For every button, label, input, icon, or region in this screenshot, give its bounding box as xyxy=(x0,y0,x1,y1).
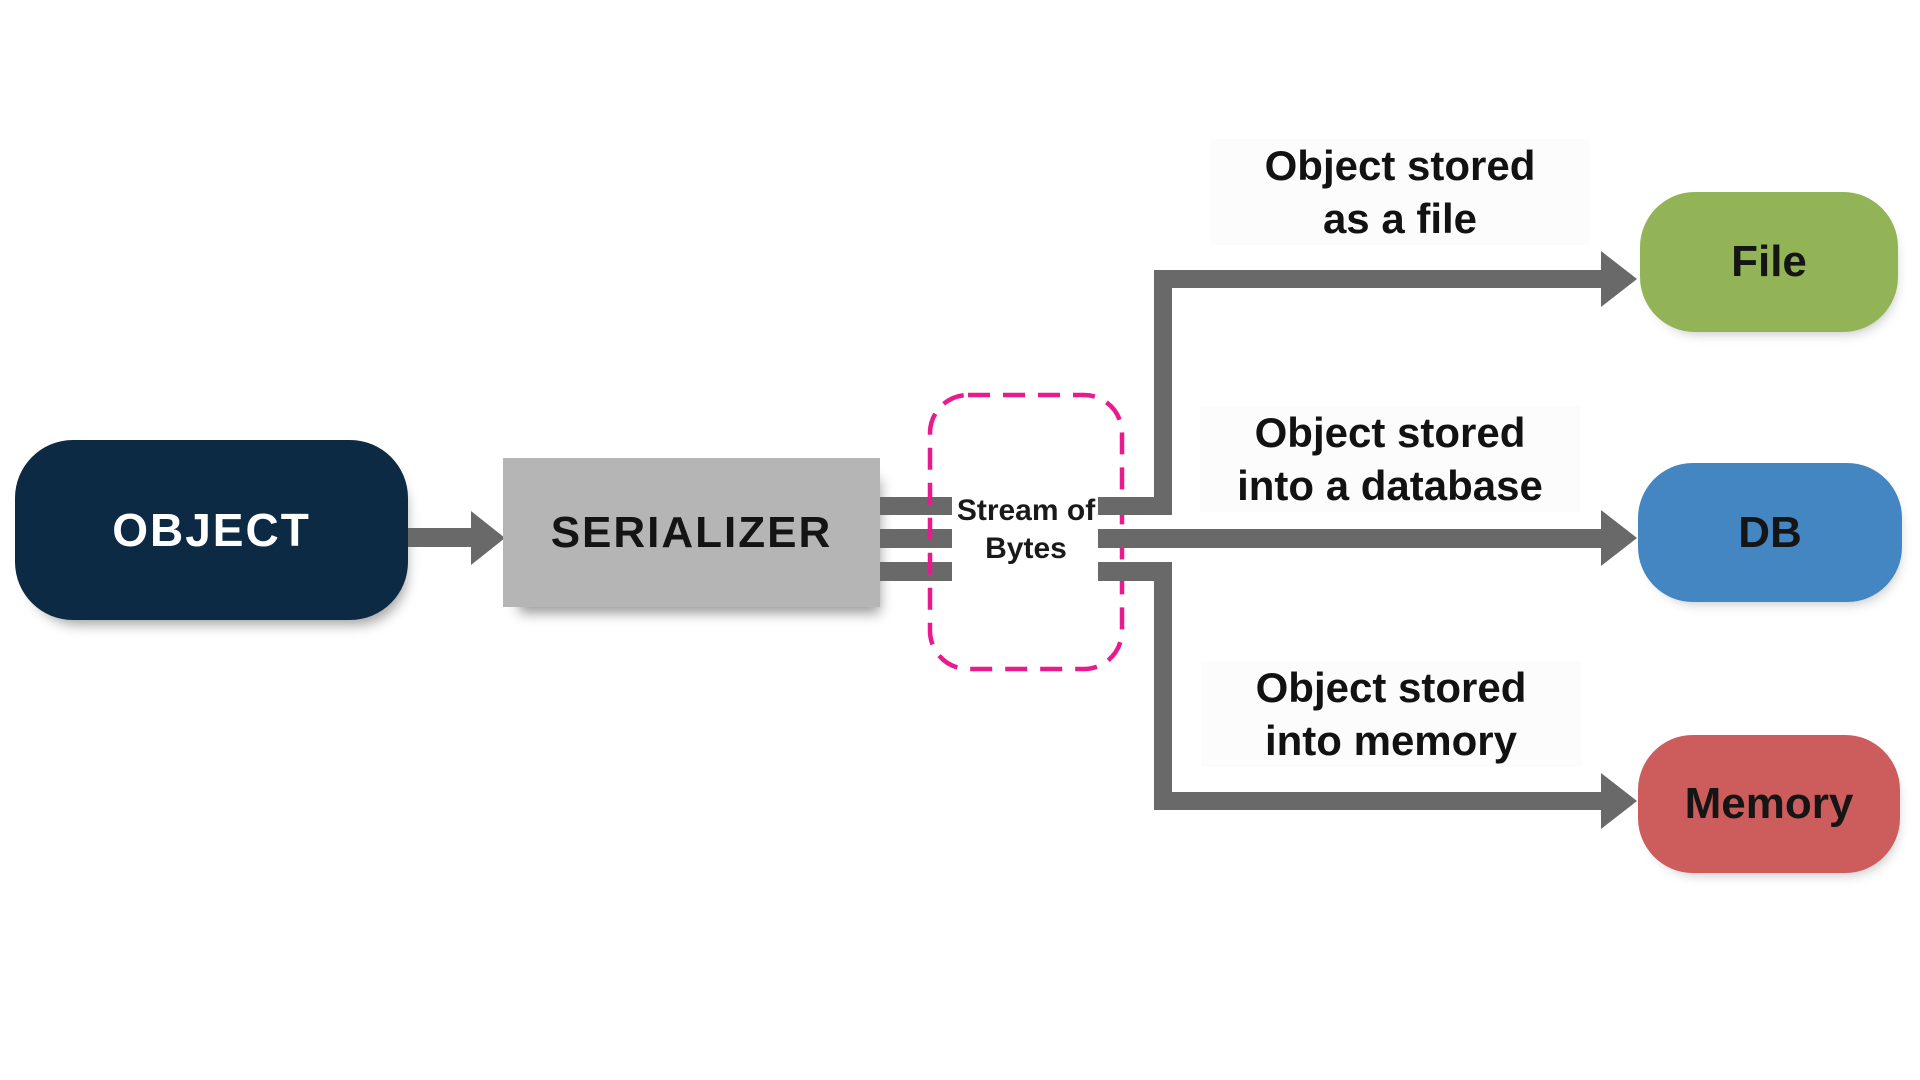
object-label: OBJECT xyxy=(112,504,311,556)
file-path-vertical xyxy=(1154,270,1172,515)
memory-label: Memory xyxy=(1684,779,1854,828)
stream-of-bytes-dashed-box xyxy=(927,392,1125,672)
file-label: File xyxy=(1731,237,1807,286)
memory-box: Memory xyxy=(1638,735,1900,873)
memory-path-stub xyxy=(1098,562,1172,581)
annotation-file: Object stored as a file xyxy=(1210,139,1590,245)
object-box: OBJECT xyxy=(15,440,408,620)
file-box: File xyxy=(1640,192,1898,332)
stream-of-bytes-label: Stream of Bytes xyxy=(927,492,1125,568)
stream-dashed-border xyxy=(927,392,1125,672)
annotation-db-line2: into a database xyxy=(1237,462,1543,509)
file-path-stub xyxy=(1098,497,1172,515)
memory-path-vertical xyxy=(1154,562,1172,810)
db-box: DB xyxy=(1638,463,1902,602)
memory-path-horizontal xyxy=(1154,792,1602,810)
annotation-memory-line1: Object stored xyxy=(1255,664,1527,711)
byte-stream-bar-top-left xyxy=(880,497,952,515)
annotation-memory: Object stored into memory xyxy=(1201,661,1581,767)
byte-stream-bar-bottom-left xyxy=(880,562,952,581)
stream-label-line1: Stream of xyxy=(956,494,1096,527)
object-to-serializer-arrow-shaft xyxy=(408,528,472,547)
db-label: DB xyxy=(1738,507,1802,557)
annotation-db-line1: Object stored xyxy=(1254,409,1526,456)
stream-label-line2: Bytes xyxy=(985,532,1067,565)
annotation-memory-line2: into memory xyxy=(1264,717,1518,764)
stream-label-background xyxy=(952,483,1098,591)
memory-arrow-head-icon xyxy=(1601,773,1637,829)
file-arrow-head-icon xyxy=(1601,251,1637,307)
serializer-box: SERIALIZER xyxy=(503,458,880,607)
object-to-serializer-arrow-head-icon xyxy=(471,511,505,565)
annotation-file-line1: Object stored xyxy=(1264,142,1536,189)
db-path-horizontal xyxy=(1098,529,1602,548)
byte-stream-bar-mid-left xyxy=(880,529,952,548)
db-arrow-head-icon xyxy=(1601,510,1637,566)
file-path-horizontal xyxy=(1154,270,1602,288)
serializer-label: SERIALIZER xyxy=(550,507,833,557)
annotation-db: Object stored into a database xyxy=(1200,406,1580,512)
annotation-file-line2: as a file xyxy=(1322,195,1478,242)
